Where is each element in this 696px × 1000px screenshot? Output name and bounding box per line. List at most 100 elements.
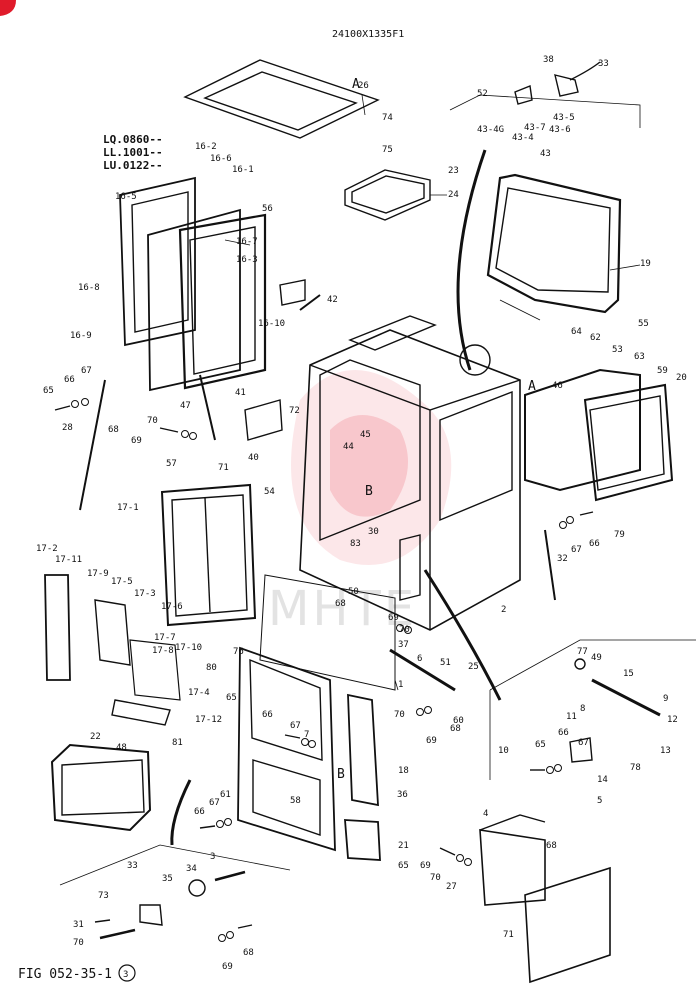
washer-69-mid [424,706,432,714]
cab-roof-hatch [348,315,437,351]
part-label: 48 [116,743,127,753]
lower-window-61 [50,743,152,832]
part-label: 15 [623,669,634,679]
part-label: 17-3 [134,589,156,599]
part-label: 66 [589,539,600,549]
part-label: 19 [640,259,651,269]
part-label: 67 [209,798,220,808]
cab-door-opening [319,359,421,542]
part-label: 64 [571,327,582,337]
sunroof-glass [351,175,425,214]
sunroof-frame [344,169,431,221]
lower-window-22 [61,759,145,816]
serial-ranges: LQ.0860-- LL.1001-- LU.0122-- [103,133,163,172]
part-label: 1 [398,680,403,690]
part-label: 22 [90,732,101,742]
door-panel-window [249,658,323,761]
bolt-65-lower [199,825,216,829]
callout-curve-b [423,569,502,701]
part-label: 69 [388,613,399,623]
part-label: 61 [220,790,231,800]
part-label: 13 [660,746,671,756]
slide-rail-17-12 [111,699,171,726]
washer-69 [181,430,189,438]
stay-47 [199,374,216,441]
part-label: 71 [503,930,514,940]
lock-box-top [489,639,696,691]
part-label: 68 [546,841,557,851]
part-label: 65 [226,693,237,703]
part-label: 65 [535,740,546,750]
part-label: 51 [440,658,451,668]
washer-70-mid [416,708,424,716]
part-label: 57 [166,459,177,469]
part-label: 17-1 [117,503,139,513]
bar-6 [389,648,456,692]
front-window-frame-outer [178,213,267,390]
bolt-65-door [284,734,301,739]
rear-side-window-frame [524,368,641,492]
part-label: 46 [552,381,563,391]
part-label: 17-12 [195,715,222,725]
part-label: 63 [634,352,645,362]
part-label: 16-9 [70,331,92,341]
part-label: 81 [172,738,183,748]
gas-strut-49 [591,678,661,717]
part-label: 18 [398,766,409,776]
part-label: 23 [448,166,459,176]
pipe-32 [544,529,556,601]
part-label: 72 [289,406,300,416]
part-label: 16-10 [258,319,285,329]
cab-side-window-opening [439,390,513,522]
washer-67-rear [559,521,567,529]
bracket-4 [479,829,546,906]
washer-67 [81,398,89,406]
washer-67-lower [224,818,232,826]
quarter-glass-17-2 [44,574,71,681]
part-label: 53 [612,345,623,355]
serial-range: LQ.0860-- [103,133,163,146]
part-label: 5 [597,796,602,806]
washer-69-mid2 [404,626,412,634]
part-label: 16-7 [236,237,258,247]
part-label: 65 [43,386,54,396]
part-label: 65 [398,861,409,871]
cam-35 [188,879,206,897]
bracket-40-upper [279,279,306,306]
part-label: 69 [222,962,233,972]
lamp-body [514,85,533,105]
part-label: 17-8 [152,646,174,656]
part-label: 70 [73,938,84,948]
part-label: 8 [580,704,585,714]
bolt-68-lower [439,847,456,856]
washer-68-mid [396,624,404,632]
part-label: 78 [630,763,641,773]
part-label: 42 [327,295,338,305]
part-label: 44 [343,442,354,452]
rear-window-frame [486,173,622,314]
part-label: 69 [426,736,437,746]
part-label: 30 [368,527,379,537]
part-label: 80 [206,663,217,673]
part-label: 37 [398,640,409,650]
part-label: 60 [453,716,464,726]
part-label: 17-7 [154,633,176,643]
bolt-68 [159,427,179,433]
part-label: 6 [417,654,422,664]
part-label: 45 [360,430,371,440]
part-label: 33 [598,59,609,69]
part-label: 17-5 [111,577,133,587]
handle-31 [99,928,136,940]
part-label: 43-6 [549,125,571,135]
leader-line [394,679,399,691]
part-label: 16-2 [195,142,217,152]
leader-line [224,239,251,246]
part-label: 43-5 [553,113,575,123]
section-marker-a: A [352,77,360,92]
sheet-circle-icon [118,964,136,982]
front-window-glass [189,226,256,375]
part-label: 66 [262,710,273,720]
part-label: 17-10 [175,643,202,653]
bracket-40 [244,399,283,441]
